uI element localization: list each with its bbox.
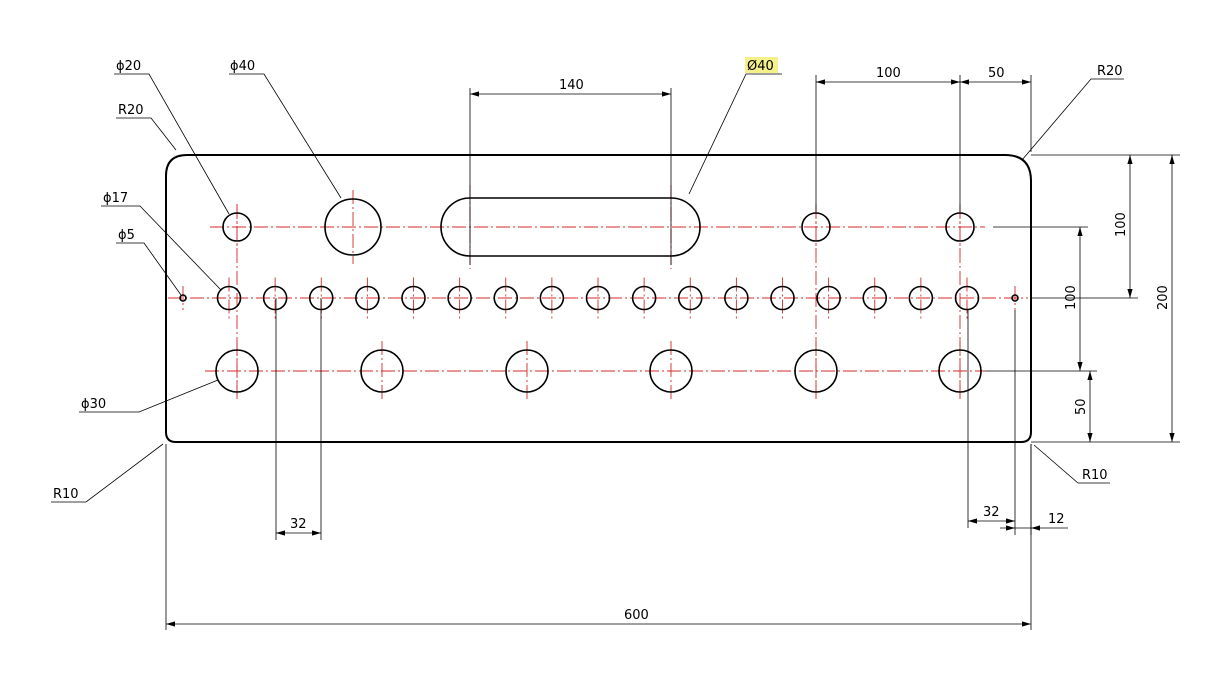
hole-phi17	[770, 285, 795, 311]
hole-phi5	[179, 294, 187, 302]
hole-phi17	[816, 285, 841, 311]
arrowhead	[166, 621, 175, 627]
hole-phi17	[355, 285, 380, 311]
label-r10-bottom-right: R10	[1082, 468, 1108, 483]
label-r10-bottom-left: R10	[53, 487, 79, 502]
hole-phi17	[401, 285, 426, 311]
dimension-arrows	[166, 79, 1175, 627]
leader-phi5	[116, 242, 182, 296]
arrowhead	[1077, 362, 1083, 371]
dim-100-right-upper-text: 100	[1114, 212, 1129, 237]
arrowhead	[1077, 227, 1083, 236]
arrowhead	[1006, 518, 1015, 524]
dim-140-text: 140	[559, 78, 584, 93]
arrowhead	[276, 530, 285, 536]
arrowhead	[1031, 525, 1040, 531]
arrowhead	[1087, 433, 1093, 442]
leader-r10-left	[51, 443, 164, 503]
hole-phi17	[585, 285, 611, 311]
arrowhead	[1087, 371, 1093, 380]
arrowhead	[1006, 525, 1015, 531]
arrowhead	[1169, 433, 1175, 442]
plate-outline	[165, 154, 1032, 443]
hole-phi30	[649, 349, 693, 393]
hole-phi17	[539, 285, 565, 311]
hole-phi30	[505, 349, 549, 393]
hole-phi30	[938, 349, 982, 393]
leader-r20-right	[1021, 78, 1124, 161]
label-r20-top-right: R20	[1097, 64, 1123, 79]
hole-phi17	[262, 285, 288, 311]
hole-phi40	[324, 198, 382, 256]
dimension-lines	[51, 73, 1180, 630]
hole-phi20	[222, 212, 252, 242]
hole-row1	[945, 212, 975, 242]
hole-phi17	[908, 285, 934, 311]
arrowhead	[1022, 79, 1031, 85]
arrowhead	[312, 530, 321, 536]
hole-row1	[801, 212, 831, 242]
label-r20-top-left: R20	[118, 103, 144, 118]
dim-12-text: 12	[1048, 512, 1065, 527]
label-phi30: ϕ30	[81, 397, 106, 412]
arrowhead	[1127, 289, 1133, 298]
hole-phi30	[794, 349, 838, 393]
hole-phi17	[724, 285, 749, 311]
arrowhead	[470, 91, 479, 97]
label-phi20: ϕ20	[116, 59, 141, 74]
arrowhead	[960, 79, 969, 85]
hole-phi5	[1011, 294, 1019, 302]
leader-phi40	[229, 73, 342, 199]
hole-phi17	[677, 285, 703, 311]
dim-32-right-text: 32	[983, 505, 1000, 520]
arrowhead	[951, 79, 960, 85]
leader-phi30	[79, 379, 219, 413]
leader-r10-right	[1033, 444, 1110, 484]
hole-phi17	[493, 285, 519, 311]
arrowhead	[816, 79, 825, 85]
hole-phi17	[216, 285, 242, 311]
dim-100-top-text: 100	[876, 66, 901, 81]
hole-phi17	[954, 285, 980, 311]
leader-slot	[688, 73, 782, 195]
holes	[179, 198, 1019, 393]
dim-50-top-text: 50	[988, 66, 1005, 81]
dim-50-right-text: 50	[1074, 398, 1089, 415]
dim-600-text: 600	[624, 608, 649, 623]
label-phi40: ϕ40	[230, 59, 255, 74]
dim-32-left-text: 32	[290, 517, 307, 532]
label-phi5: ϕ5	[118, 228, 135, 243]
label-slot-diameter: Ø40	[747, 59, 774, 74]
dim-200-text: 200	[1156, 285, 1171, 310]
arrowhead	[662, 91, 671, 97]
arrowhead	[1169, 155, 1175, 164]
hole-phi17	[631, 285, 657, 311]
dim-100-right-mid-text: 100	[1064, 285, 1079, 310]
hole-phi30	[360, 349, 404, 393]
dimension-texts: ϕ20 ϕ40 Ø40 R20 R20 ϕ17 ϕ5 ϕ30 R10 R10 1…	[53, 57, 1171, 623]
label-highlight	[745, 57, 778, 73]
hole-phi17	[862, 285, 888, 311]
leader-r20-left	[116, 117, 177, 151]
arrowhead	[1127, 155, 1133, 164]
arrowhead	[968, 518, 977, 524]
hole-phi17	[447, 285, 472, 311]
centerlines	[168, 226, 1028, 372]
label-phi17: ϕ17	[103, 191, 128, 206]
hole-phi30	[215, 349, 259, 393]
leader-phi17	[101, 205, 222, 291]
arrowhead	[1022, 621, 1031, 627]
vertical-centerlines	[182, 185, 1016, 401]
leader-phi20	[114, 73, 230, 215]
